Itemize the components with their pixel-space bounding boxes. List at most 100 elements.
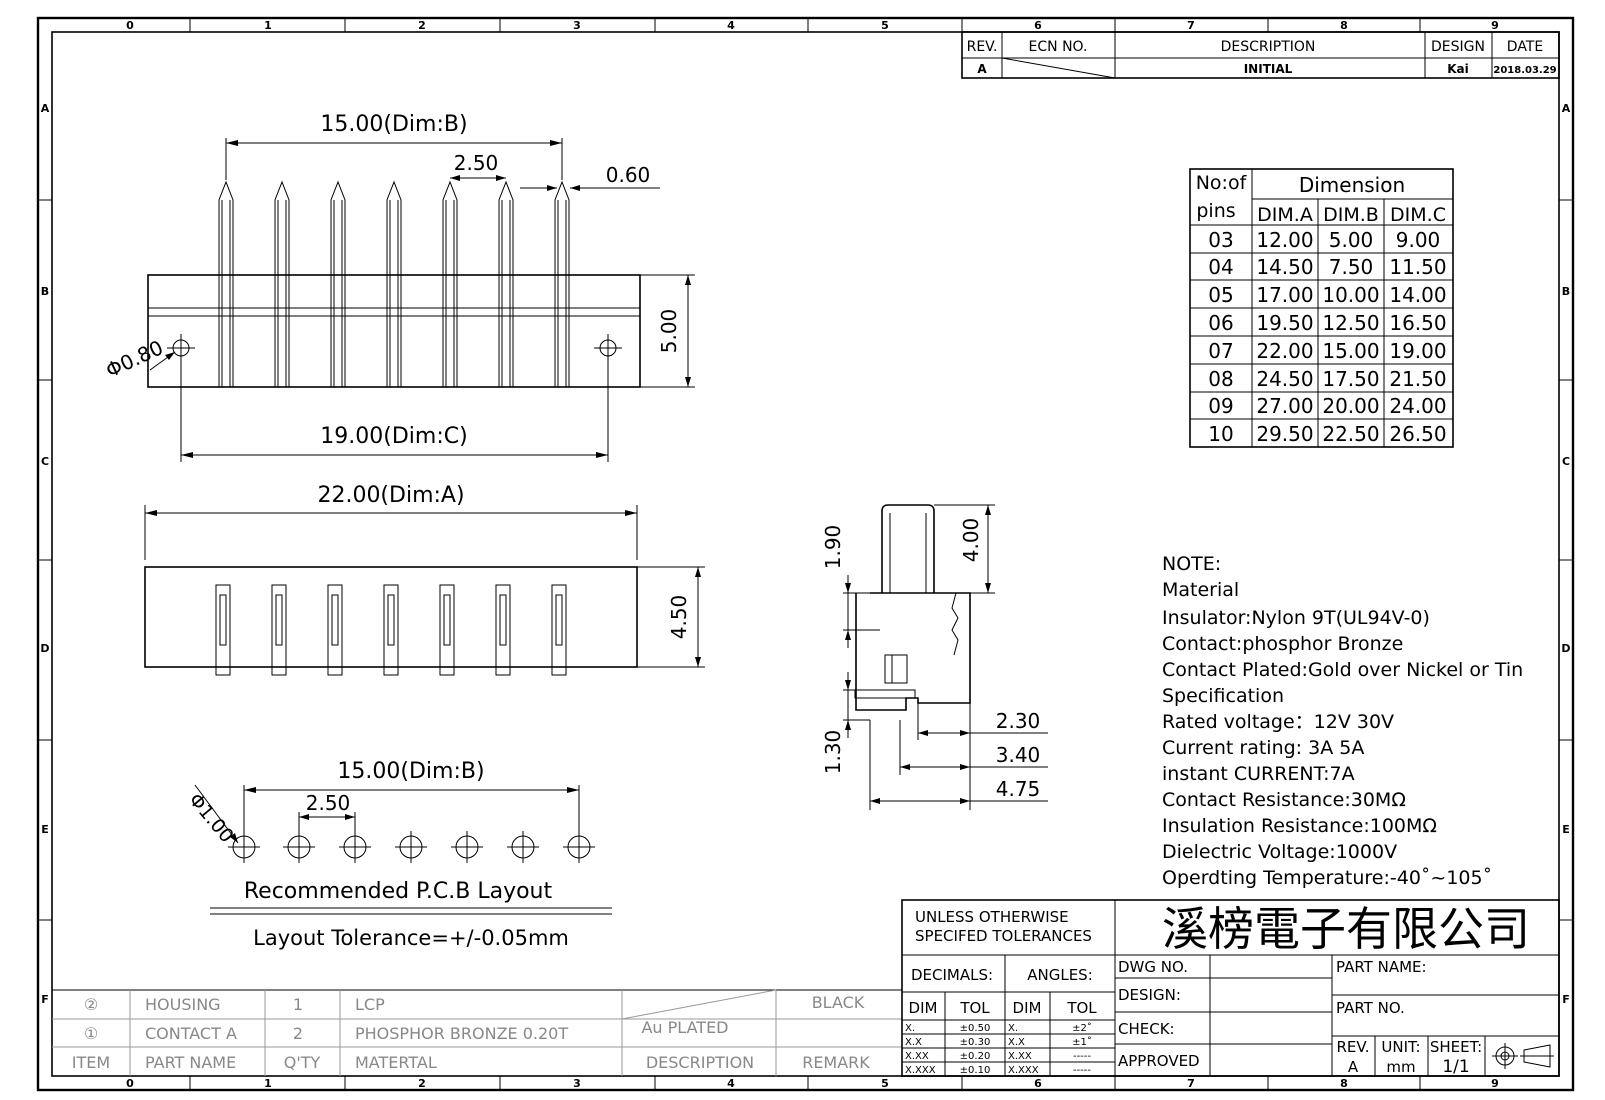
pin-slot [383,584,399,676]
ang-dim-3: X.XXX [1008,1065,1039,1076]
note-line: Operdting Temperature:-40˚~105˚ [1162,867,1492,889]
svg-text:17.50: 17.50 [1322,367,1379,391]
zone-top-8: 8 [1340,19,1348,32]
pins-header-1: No:of [1196,172,1248,194]
pcb-dim-b-label: 15.00(Dim:B) [337,759,484,784]
pin-slot [495,584,511,676]
description-value: INITIAL [1244,62,1293,76]
decimals-label: DECIMALS: [911,966,993,984]
dim-c-label: 19.00(Dim:C) [320,424,467,449]
ang-tol-2: ----- [1073,1051,1091,1062]
zone-top-5: 5 [881,19,889,32]
svg-text:10.00: 10.00 [1322,283,1379,307]
svg-text:17.00: 17.00 [1256,283,1313,307]
svg-text:06: 06 [1208,311,1233,335]
pin-slot [327,584,343,676]
pin-slot [215,584,231,676]
angles-label: ANGLES: [1027,966,1093,984]
svg-text:05: 05 [1208,283,1233,307]
height-label: 5.00 [657,309,681,354]
zone-top-4: 4 [727,19,735,32]
rev-label: REV. [1337,1038,1370,1056]
bom-item-2: ② [84,995,98,1014]
side-dim-190: 1.90 [821,525,845,570]
zone-left-c: C [41,455,49,468]
zone-top-6: 6 [1034,19,1042,32]
zone-bottom-6: 6 [1034,1077,1042,1090]
bom-part-housing: HOUSING [145,995,221,1014]
bom-header-remark: REMARK [802,1053,870,1072]
zone-top-9: 9 [1491,19,1499,32]
dec-tol-0: ±0.50 [960,1023,991,1034]
pcb-hole-dia-label: Φ1.00 [184,789,238,847]
svg-text:14.50: 14.50 [1256,255,1313,279]
zone-bottom-3: 3 [573,1077,581,1090]
design-value: Kai [1447,62,1469,76]
svg-text:19.00: 19.00 [1389,339,1446,363]
zone-right-f: F [1562,993,1570,1006]
note-line: Contact:phosphor Bronze [1162,633,1403,655]
note-line: NOTE: [1162,553,1221,575]
svg-text:11.50: 11.50 [1389,255,1446,279]
note-line: Insulation Resistance:100MΩ [1162,815,1437,837]
zone-left-a: A [41,102,50,115]
bom-item-1: ① [84,1024,98,1043]
svg-text:10: 10 [1208,422,1233,446]
zone-left-f: F [41,993,49,1006]
bom-qty-1: 1 [293,995,303,1014]
svg-text:03: 03 [1208,228,1233,252]
svg-text:26.50: 26.50 [1389,422,1446,446]
col-dim-a: DIM.A [1257,204,1313,226]
pin-slot [551,584,567,676]
pin [498,180,514,387]
pin-width-label: 0.60 [606,163,651,187]
pcb-layout-title: Recommended P.C.B Layout [244,879,553,904]
svg-text:08: 08 [1208,367,1233,391]
svg-text:16.50: 16.50 [1389,311,1446,335]
zone-right-c: C [1562,455,1570,468]
dec-tol-2: ±0.20 [960,1051,991,1062]
note-line: Dielectric Voltage:1000V [1162,841,1397,863]
bom-header-description: DESCRIPTION [646,1053,754,1072]
note-line: instant CURRENT:7A [1162,763,1355,785]
front-height-label: 4.50 [667,595,691,640]
zone-top-7: 7 [1187,19,1195,32]
side-dim-230: 2.30 [996,709,1041,733]
pitch-label: 2.50 [454,151,499,175]
svg-text:22.00: 22.00 [1256,339,1313,363]
zone-right-d: D [1561,642,1570,655]
svg-text:24.50: 24.50 [1256,367,1313,391]
note-line: Insulator:Nylon 9T(UL94V-0) [1162,607,1430,629]
side-dim-130: 1.30 [821,730,845,775]
date-value: 2018.03.29 [1493,65,1556,76]
ang-dim-2: X.XX [1008,1051,1032,1062]
title-block: UNLESS OTHERWISE SPECIFED TOLERANCES DEC… [901,899,1560,1077]
ang-dim-1: X.X [1008,1037,1025,1048]
zone-left-e: E [41,823,49,836]
zone-bottom-5: 5 [881,1077,889,1090]
dim-b-label: 15.00(Dim:B) [320,112,467,137]
svg-text:29.50: 29.50 [1256,422,1313,446]
dimension-group-header: Dimension [1299,173,1405,197]
dwg-no-label: DWG NO. [1118,958,1188,976]
svg-text:20.00: 20.00 [1322,394,1379,418]
bom-desc-plated: Au PLATED [641,1018,728,1037]
zone-bottom-7: 7 [1187,1077,1195,1090]
hole-dia-label: Φ0.80 [102,335,167,382]
bom-part-contact: CONTACT A [145,1024,237,1043]
pin [274,180,290,387]
bom-remark-black: BLACK [812,993,865,1012]
svg-text:15.00: 15.00 [1322,339,1379,363]
approved-label: APPROVED [1118,1052,1200,1070]
sheet-label: SHEET: [1430,1038,1482,1056]
tol-col-1: TOL [959,999,990,1017]
note-line: Contact Resistance:30MΩ [1162,789,1406,811]
note-line: Rated voltage：12V 30V [1162,711,1394,733]
design-header: DESIGN [1431,39,1485,55]
svg-text:5.00: 5.00 [1329,228,1374,252]
svg-text:04: 04 [1208,255,1233,279]
company-name: 溪榜電子有限公司 [1162,902,1530,956]
